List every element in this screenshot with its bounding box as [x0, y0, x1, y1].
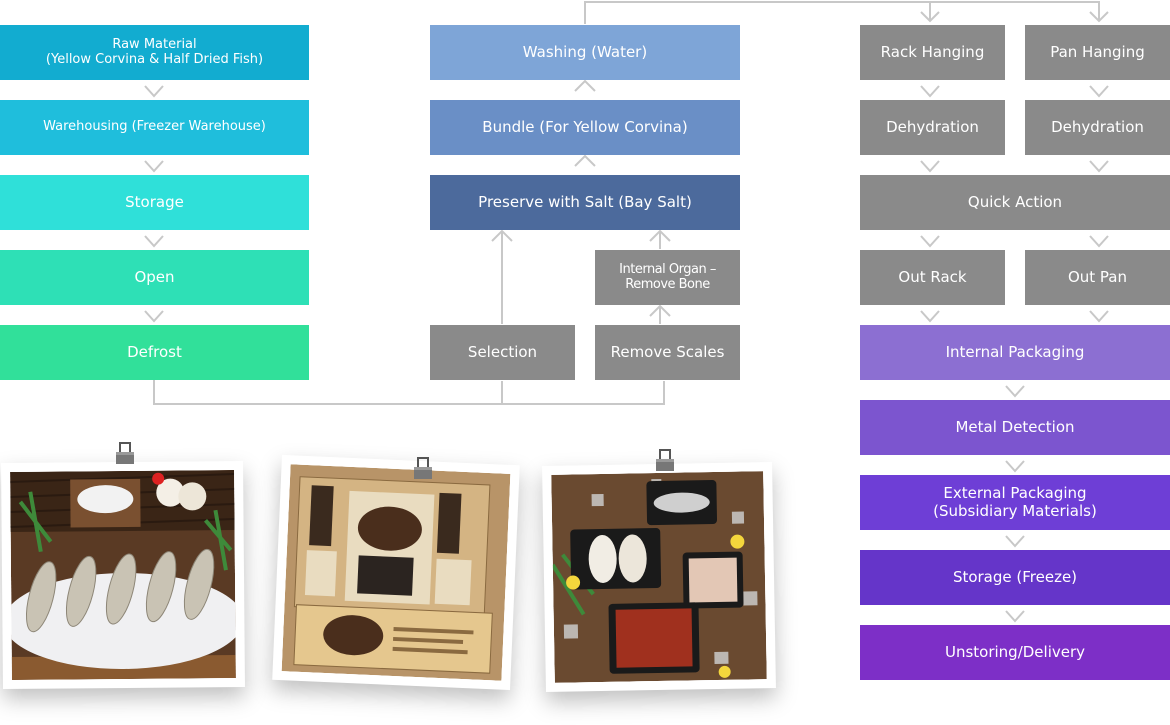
- binder-clip-icon: [414, 457, 432, 479]
- step-internal-organ-line1: Internal Organ –: [619, 261, 716, 277]
- step-internal-organ-line2: Remove Bone: [625, 276, 710, 292]
- step-external-packaging: External Packaging(Subsidiary Materials): [860, 475, 1170, 530]
- step-remove-scales: Remove Scales: [595, 325, 740, 380]
- step-rack-hanging: Rack Hanging: [860, 25, 1005, 80]
- step-raw-material: Raw Material(Yellow Corvina & Half Dried…: [0, 25, 309, 80]
- packaged-fish-image: [551, 471, 767, 683]
- step-bundle: Bundle (For Yellow Corvina): [430, 100, 740, 155]
- binder-clip-icon: [656, 449, 674, 471]
- step-selection: Selection: [430, 325, 575, 380]
- photo-salted-fish: [1, 460, 245, 690]
- step-unstoring-delivery: Unstoring/Delivery: [860, 625, 1170, 680]
- step-internal-organ: Internal Organ –Remove Bone: [595, 250, 740, 305]
- step-defrost: Defrost: [0, 325, 309, 380]
- photo-gift-box: [272, 454, 520, 691]
- step-metal-detection: Metal Detection: [860, 400, 1170, 455]
- step-out-rack: Out Rack: [860, 250, 1005, 305]
- step-quick-action: Quick Action: [860, 175, 1170, 230]
- salted-fish-image: [10, 470, 236, 680]
- step-raw-material-line2: (Yellow Corvina & Half Dried Fish): [45, 51, 264, 67]
- step-pan-hanging: Pan Hanging: [1025, 25, 1170, 80]
- step-storage: Storage: [0, 175, 309, 230]
- photo-packaged-fish: [542, 462, 776, 692]
- gift-box-image: [281, 464, 511, 681]
- step-raw-material-line1: Raw Material: [112, 36, 197, 52]
- step-out-pan: Out Pan: [1025, 250, 1170, 305]
- binder-clip-icon: [116, 442, 134, 464]
- step-preserve-salt: Preserve with Salt (Bay Salt): [430, 175, 740, 230]
- step-storage-freeze: Storage (Freeze): [860, 550, 1170, 605]
- step-open: Open: [0, 250, 309, 305]
- step-dehydration-left: Dehydration: [860, 100, 1005, 155]
- step-internal-packaging: Internal Packaging: [860, 325, 1170, 380]
- step-dehydration-right: Dehydration: [1025, 100, 1170, 155]
- step-washing: Washing (Water): [430, 25, 740, 80]
- step-external-packaging-line1: External Packaging: [943, 484, 1087, 503]
- step-warehousing: Warehousing (Freezer Warehouse): [0, 100, 309, 155]
- step-external-packaging-line2: (Subsidiary Materials): [933, 501, 1097, 520]
